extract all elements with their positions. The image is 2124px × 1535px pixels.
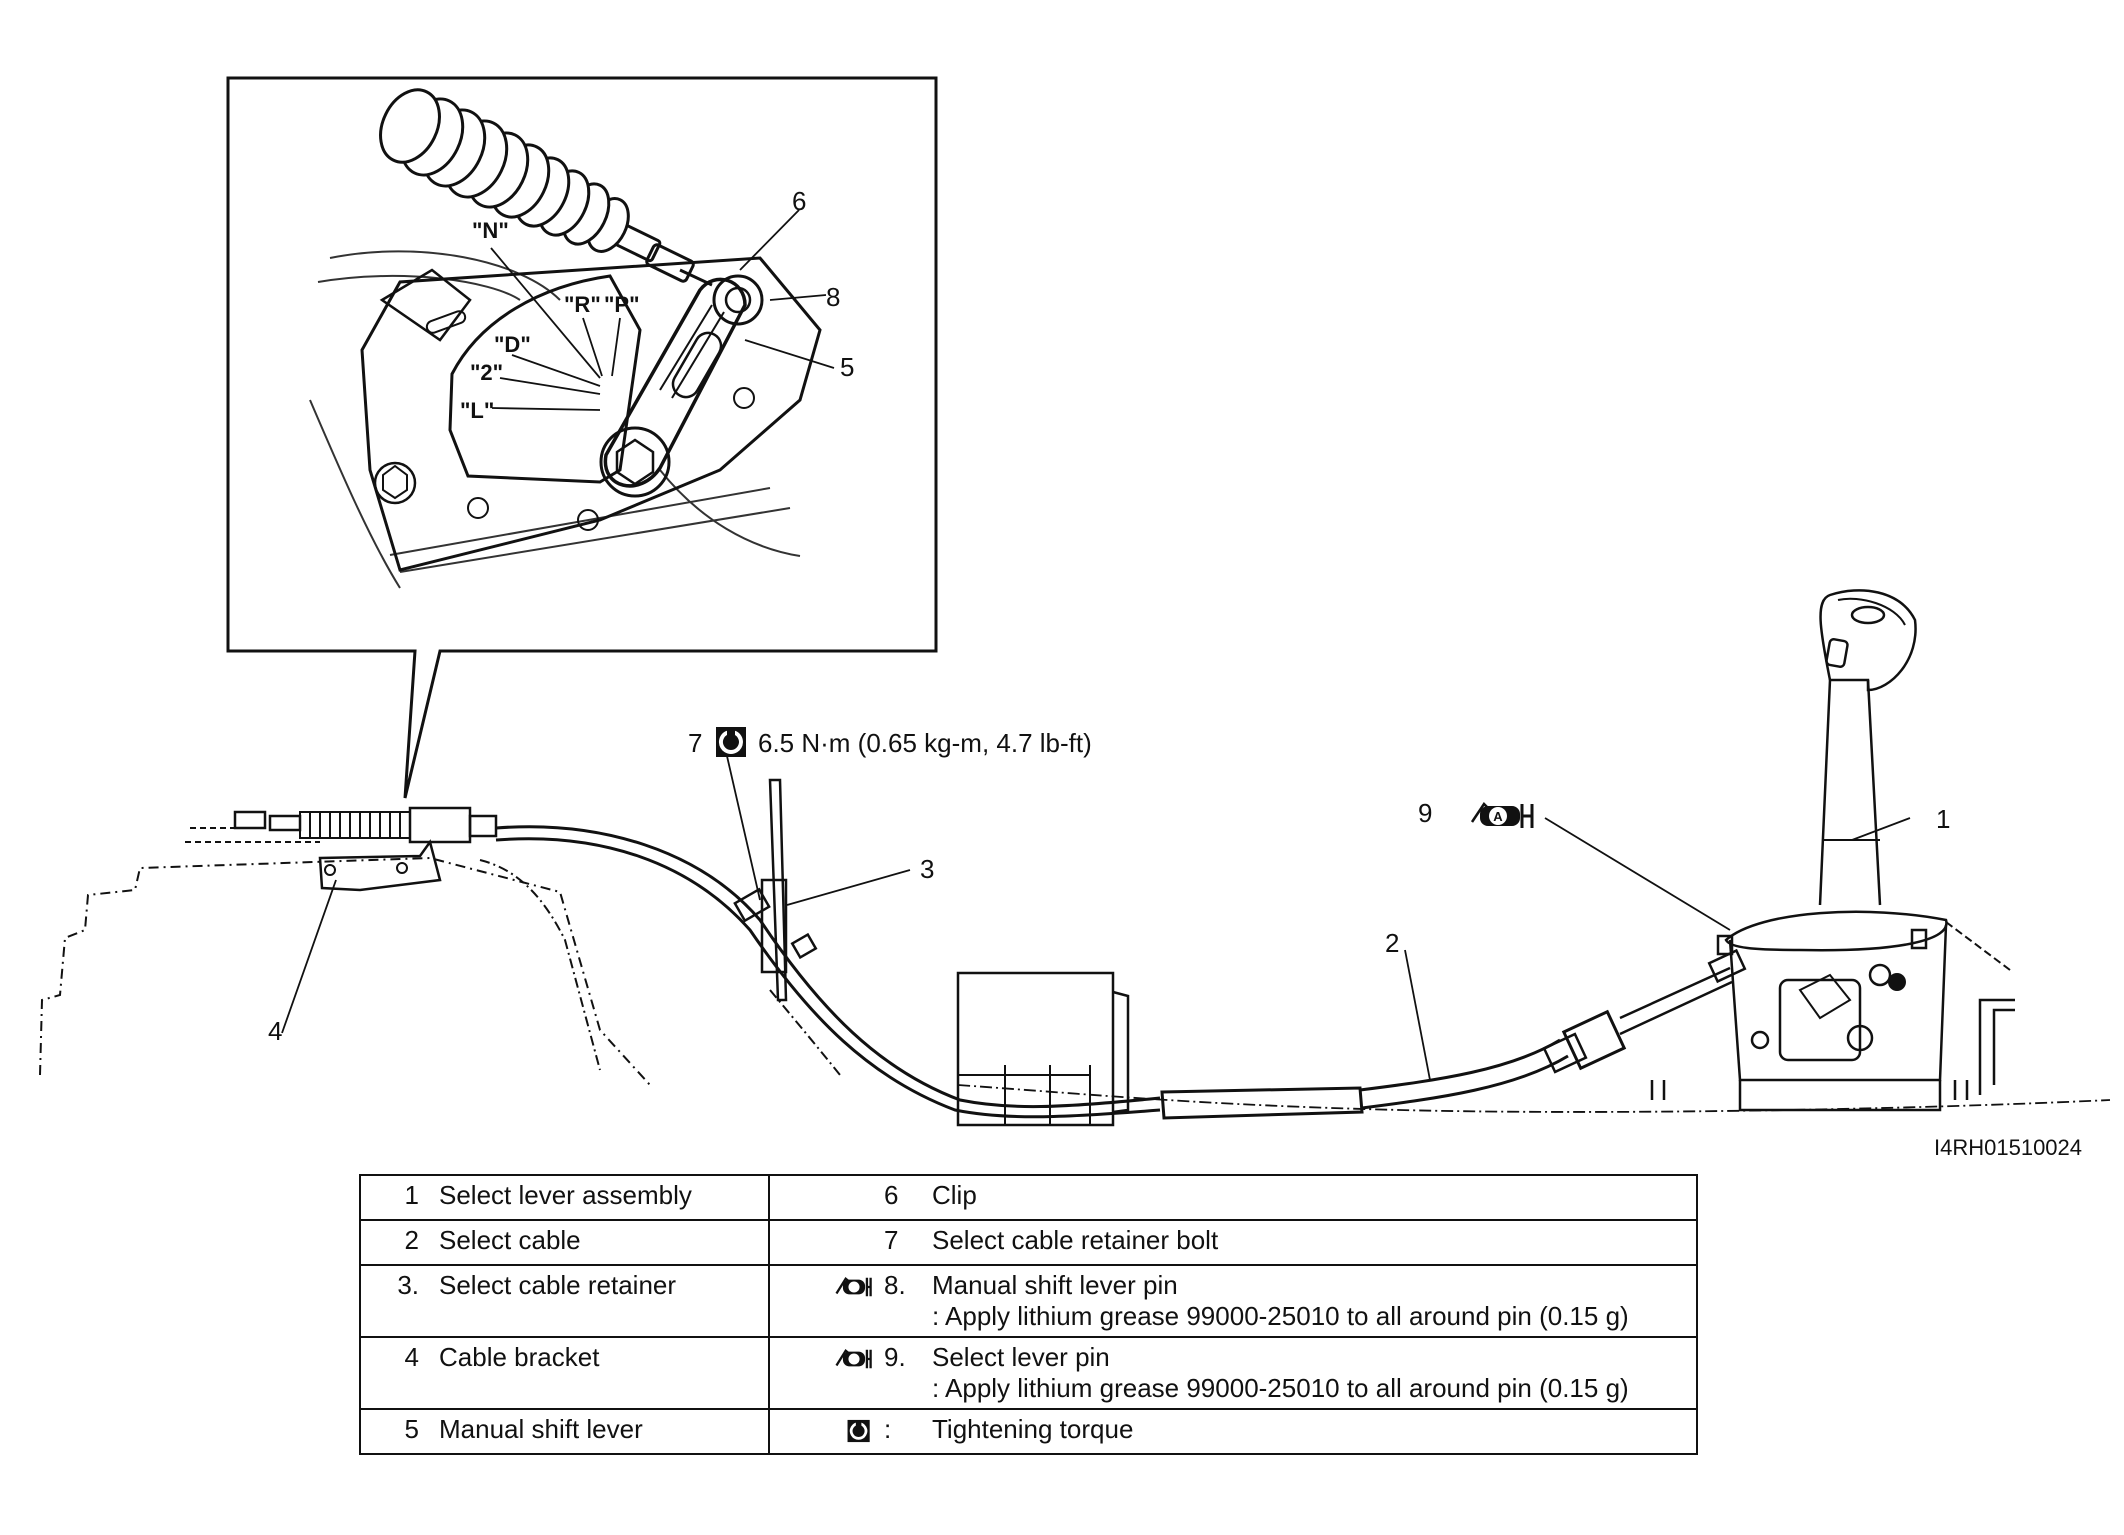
legend-row: 4 Cable bracket 9. Select lever pin: Apply … bbox=[359, 1336, 1698, 1410]
legend-row: 1 Select lever assembly 6 Clip bbox=[359, 1174, 1698, 1221]
legend-left-cell: 5 Manual shift lever bbox=[359, 1408, 770, 1455]
callout-3: 3 bbox=[920, 854, 934, 884]
legend-number: 1 bbox=[404, 1180, 419, 1210]
legend-right-cell: 8. Manual shift lever pin: Apply lithium … bbox=[768, 1264, 1698, 1338]
callout-1: 1 bbox=[1936, 804, 1950, 834]
legend-left-cell: 3. Select cable retainer bbox=[359, 1264, 770, 1338]
main-assembly-drawing bbox=[39, 589, 2111, 1127]
grease-icon bbox=[835, 1276, 872, 1298]
torque-spec: 6.5 N·m (0.65 kg-m, 4.7 lb-ft) bbox=[758, 728, 1092, 758]
legend-number: 2 bbox=[404, 1225, 419, 1255]
legend-number: 6 bbox=[884, 1180, 899, 1210]
callout-4: 4 bbox=[268, 1016, 282, 1046]
callout-8: 8 bbox=[826, 282, 840, 312]
legend-number: 5 bbox=[404, 1414, 419, 1444]
figure-code: I4RH01510024 bbox=[1934, 1135, 2082, 1160]
legend-right-cell: 9. Select lever pin: Apply lithium grease… bbox=[768, 1336, 1698, 1410]
legend-number: 7 bbox=[884, 1225, 899, 1255]
legend-note: : Apply lithium grease 99000-25010 to al… bbox=[932, 1373, 1629, 1403]
legend-part-name: Select lever assembly bbox=[439, 1180, 692, 1210]
gear-label-2: "2" bbox=[470, 360, 503, 385]
gear-label-n: "N" bbox=[472, 218, 509, 243]
legend-part-name: Select cable bbox=[439, 1225, 581, 1255]
gear-label-p: "P" bbox=[604, 292, 640, 317]
legend-row: 5 Manual shift lever: Tightening torque bbox=[359, 1408, 1698, 1455]
legend-note: : Apply lithium grease 99000-25010 to al… bbox=[932, 1301, 1629, 1331]
legend-row: 2 Select cable 7 Select cable retainer bolt bbox=[359, 1219, 1698, 1266]
legend-number: 4 bbox=[404, 1342, 419, 1372]
legend-part-name: Cable bracket bbox=[439, 1342, 600, 1372]
legend-part-name: Select cable retainer bbox=[439, 1270, 677, 1300]
legend-right-cell: 7 Select cable retainer bolt bbox=[768, 1219, 1698, 1266]
legend-right-cell: 6 Clip bbox=[768, 1174, 1698, 1221]
legend-row: 3. Select cable retainer 8. Manual shift le… bbox=[359, 1264, 1698, 1338]
legend-number: 9. bbox=[884, 1342, 906, 1372]
detail-inset: "N" "D" "2" "L" "R" "P" 6 8 5 bbox=[226, 76, 938, 799]
gear-label-d: "D" bbox=[494, 332, 531, 357]
torque-icon bbox=[714, 725, 748, 759]
torque-icon bbox=[847, 1420, 870, 1443]
callout-7: 7 bbox=[688, 728, 702, 758]
legend-part-name: Select lever pin bbox=[932, 1342, 1110, 1372]
legend-left-cell: 4 Cable bracket bbox=[359, 1336, 770, 1410]
grease-icon bbox=[1470, 802, 1534, 830]
legend-left-cell: 2 Select cable bbox=[359, 1219, 770, 1266]
legend-part-name: Clip bbox=[932, 1180, 977, 1210]
legend-part-name: Tightening torque bbox=[932, 1414, 1134, 1444]
legend-part-name: Manual shift lever bbox=[439, 1414, 643, 1444]
gear-label-r: "R" bbox=[564, 292, 601, 317]
callout-5: 5 bbox=[840, 352, 854, 382]
legend-part-name: Select cable retainer bolt bbox=[932, 1225, 1219, 1255]
grease-icon bbox=[835, 1348, 872, 1370]
callout-6: 6 bbox=[792, 186, 806, 216]
legend-right-cell: : Tightening torque bbox=[768, 1408, 1698, 1455]
legend-left-cell: 1 Select lever assembly bbox=[359, 1174, 770, 1221]
legend-number: 8. bbox=[884, 1270, 906, 1300]
legend-number: 3. bbox=[397, 1270, 419, 1300]
callout-9: 9 bbox=[1418, 798, 1432, 828]
legend-number: : bbox=[884, 1414, 892, 1444]
legend-part-name: Manual shift lever pin bbox=[932, 1270, 1178, 1300]
gear-label-l: "L" bbox=[460, 398, 494, 423]
callout-2: 2 bbox=[1385, 928, 1399, 958]
